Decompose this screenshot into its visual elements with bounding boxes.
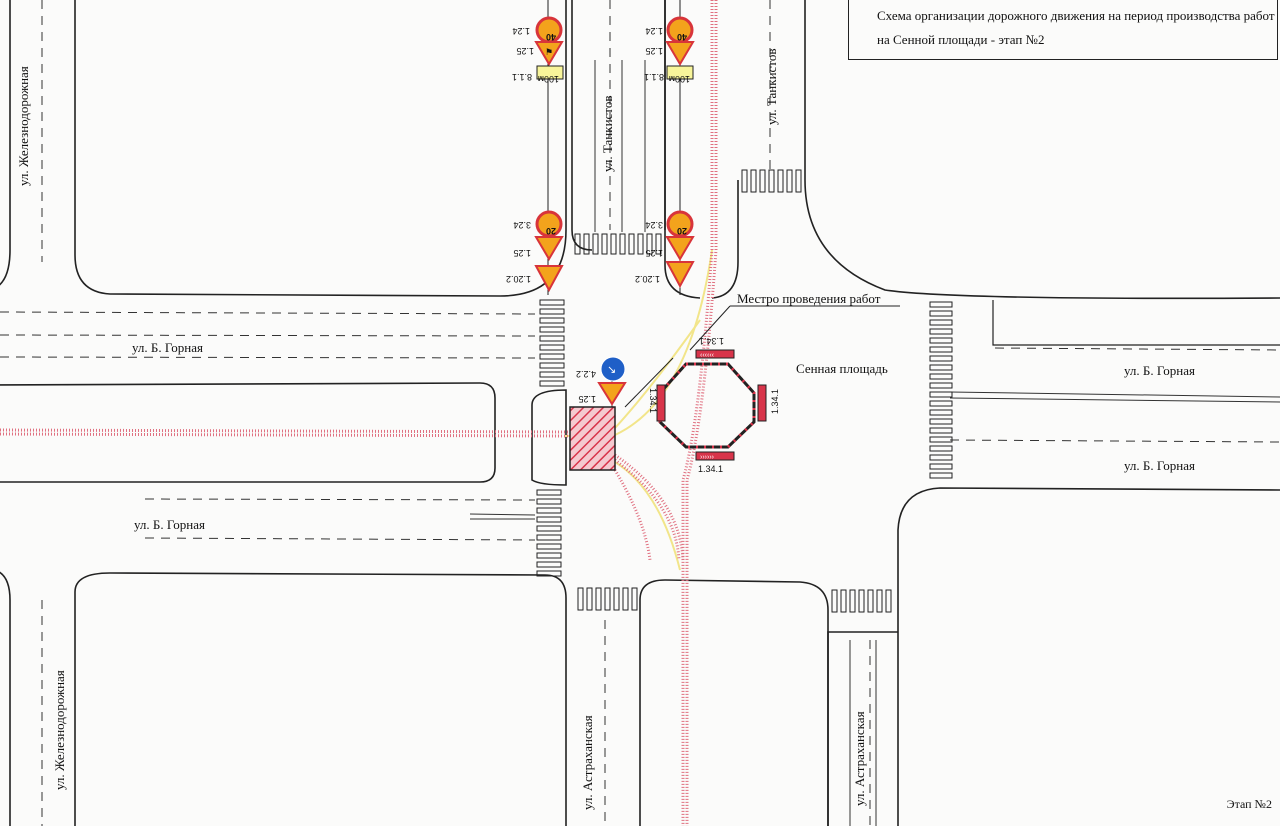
code-1341-left: 1.34.1 bbox=[648, 388, 658, 413]
svg-text:1.25: 1.25 bbox=[645, 248, 663, 258]
svg-text:1.25: 1.25 bbox=[645, 46, 663, 56]
crosswalk-right-vertical bbox=[929, 301, 953, 479]
svg-text:40: 40 bbox=[546, 32, 556, 42]
code-1341-bottom: 1.34.1 bbox=[698, 464, 723, 474]
svg-text:20: 20 bbox=[546, 226, 556, 236]
sign-group-right-top: 40 1.24 1.25 100м 8.1.1 bbox=[644, 0, 695, 295]
block-bottom-center bbox=[639, 579, 829, 826]
tram-lines bbox=[0, 0, 718, 826]
work-zone bbox=[569, 406, 616, 471]
roadworks-sign-right-mid bbox=[665, 236, 695, 261]
svg-text:3.24: 3.24 bbox=[513, 220, 531, 230]
crosswalk-bottom-horizontal bbox=[577, 587, 892, 613]
svg-text:8.1.1: 8.1.1 bbox=[512, 72, 532, 82]
chevron-markers: ‹‹‹‹‹‹ ›››››› bbox=[656, 349, 767, 461]
distance-plate-left bbox=[536, 65, 564, 80]
svg-text:1.25: 1.25 bbox=[578, 394, 596, 404]
crosswalk-left-vertical bbox=[536, 299, 565, 577]
scheme-title: Схема организации дорожного движения на … bbox=[877, 8, 1275, 47]
svg-text:1.20.2: 1.20.2 bbox=[506, 274, 531, 284]
svg-text:1.24: 1.24 bbox=[645, 26, 663, 36]
label-astrakhanskaya-2: ул. Астраханская bbox=[852, 711, 867, 806]
block-bottom-right bbox=[897, 487, 1280, 826]
block-top-center bbox=[74, 0, 567, 297]
svg-text:100м: 100м bbox=[538, 74, 559, 84]
roadworks-sign-left-top bbox=[534, 41, 564, 66]
svg-text:1.24: 1.24 bbox=[512, 26, 530, 36]
yield-sign-left bbox=[534, 265, 564, 293]
svg-text:↘: ↘ bbox=[607, 363, 616, 376]
sign-group-right-mid: 20 3.24 1.25 1.20.2 bbox=[635, 210, 695, 289]
pedestrian-icon: ⚑ bbox=[545, 47, 553, 57]
label-b-gornaya-2: ул. Б. Горная bbox=[134, 517, 205, 532]
crosswalks bbox=[536, 169, 953, 613]
solid-lines bbox=[469, 60, 1280, 826]
sennaya-octagon bbox=[658, 362, 756, 449]
sign-group-left-mid: 20 3.24 1.25 1.20.2 bbox=[506, 210, 564, 293]
svg-text:40: 40 bbox=[677, 32, 687, 42]
roadworks-sign-work-zone bbox=[597, 382, 627, 406]
code-1341-top: 1.34.1 bbox=[699, 336, 724, 346]
crosswalk-top-horizontal bbox=[574, 169, 802, 255]
svg-text:3.24: 3.24 bbox=[645, 220, 663, 230]
svg-text:››››››: ›››››› bbox=[700, 454, 715, 461]
label-b-gornaya-1: ул. Б. Горная bbox=[132, 340, 203, 355]
svg-text:‹‹‹‹‹‹: ‹‹‹‹‹‹ bbox=[700, 352, 715, 359]
label-b-gornaya-3: ул. Б. Горная bbox=[1124, 363, 1195, 378]
svg-text:1.25: 1.25 bbox=[516, 46, 534, 56]
label-tankistov-left: ул. Танкистов bbox=[600, 96, 615, 172]
block-bottom-left bbox=[74, 572, 567, 826]
label-tankistov-right: ул. Танкистов bbox=[764, 49, 779, 125]
sign-group-work-zone: ↘ 4.2.2 1.25 bbox=[576, 356, 627, 407]
svg-text:1.25: 1.25 bbox=[513, 248, 531, 258]
title-box: Схема организации дорожного движения на … bbox=[848, 0, 1278, 60]
detour-direction-sign bbox=[600, 356, 626, 382]
label-work-site: Местро проведения работ bbox=[737, 291, 881, 306]
distance-plate-right bbox=[666, 65, 694, 80]
label-astrakhanskaya-1: ул. Астраханская bbox=[580, 715, 595, 810]
label-sennaya: Сенная площадь bbox=[796, 361, 888, 376]
svg-text:100м: 100м bbox=[669, 74, 690, 84]
roadworks-sign-right-top bbox=[665, 41, 695, 66]
label-zheleznodorozhnaya-top: ул. Железнодорожная bbox=[16, 66, 31, 186]
yield-sign-right bbox=[665, 261, 695, 289]
svg-text:1.20.2: 1.20.2 bbox=[635, 274, 660, 284]
svg-text:20: 20 bbox=[677, 226, 687, 236]
label-zheleznodorozhnaya-bottom: ул. Железнодорожная bbox=[52, 670, 67, 790]
stage-label: Этап №2 bbox=[1226, 797, 1272, 811]
roadworks-sign-left-mid bbox=[534, 236, 564, 261]
svg-text:4.2.2: 4.2.2 bbox=[576, 369, 596, 379]
label-b-gornaya-4: ул. Б. Горная bbox=[1124, 458, 1195, 473]
svg-text:8.1.1: 8.1.1 bbox=[644, 72, 664, 82]
work-site-leader bbox=[624, 305, 900, 408]
code-1341-right: 1.34.1 bbox=[770, 389, 780, 414]
